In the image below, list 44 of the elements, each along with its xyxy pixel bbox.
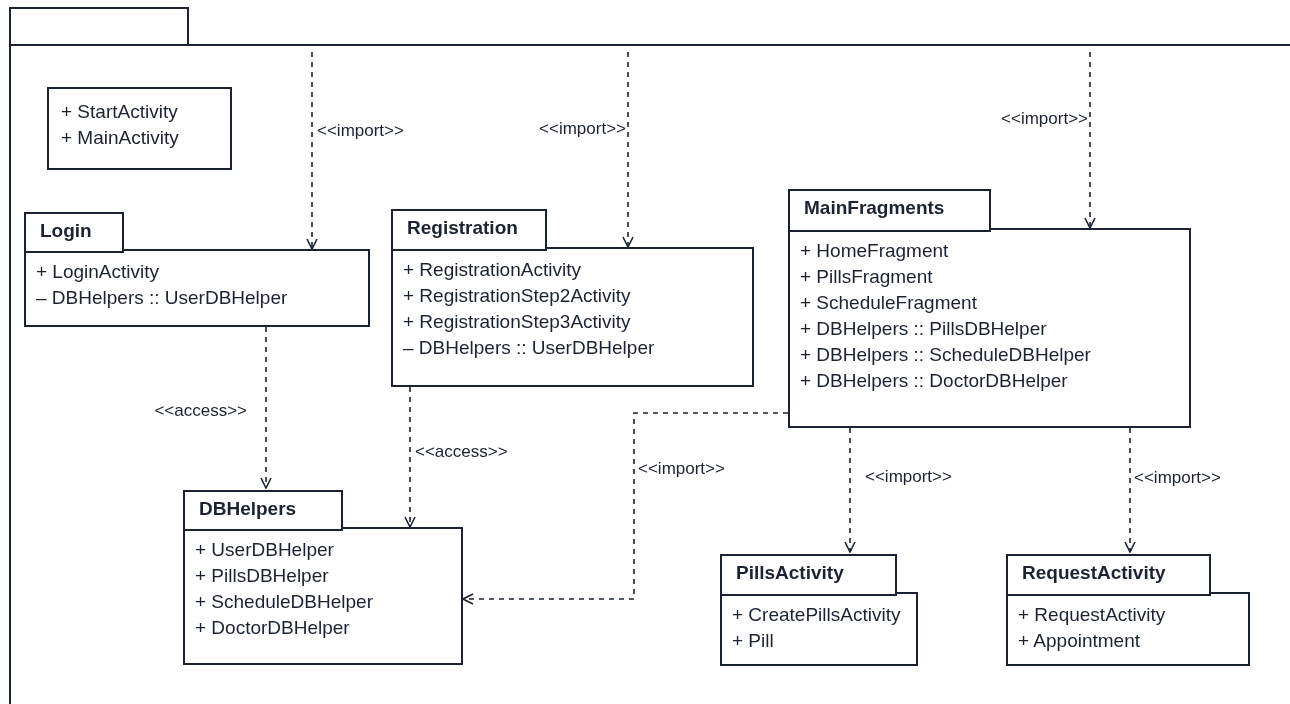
class-list-box — [47, 87, 232, 170]
member-entry: + Pill — [732, 629, 775, 653]
member-entry: + PillsDBHelper — [195, 564, 330, 588]
member-entry: + RegistrationStep2Activity — [403, 284, 632, 308]
dependency-arrow — [306, 51, 318, 250]
dependency-arrow — [844, 427, 856, 553]
edge-label: <<import>> — [1133, 468, 1222, 488]
member-entry: + RequestActivity — [1018, 603, 1167, 627]
member-entry: + DBHelpers :: PillsDBHelper — [800, 317, 1048, 341]
member-entry: + RegistrationStep3Activity — [403, 310, 632, 334]
member-entry: + LoginActivity — [36, 260, 161, 284]
member-entry: + ScheduleFragment — [800, 291, 978, 315]
package-tab: RequestActivity — [1006, 554, 1211, 596]
member-entry: + UserDBHelper — [195, 538, 335, 562]
package-tab: DBHelpers — [183, 490, 343, 531]
member-entry: + CreatePillsActivity — [732, 603, 902, 627]
member-entry: + ScheduleDBHelper — [195, 590, 374, 614]
dependency-arrow — [622, 51, 634, 248]
package-tab: Login — [24, 212, 124, 253]
member-entry: + Appointment — [1018, 629, 1141, 653]
package-frame — [9, 7, 1290, 704]
member-entry: + StartActivity — [61, 100, 179, 124]
edge-label: <<import>> — [1000, 109, 1089, 129]
member-entry: – DBHelpers :: UserDBHelper — [36, 286, 289, 310]
dependency-arrow — [260, 326, 272, 489]
member-entry: + PillsFragment — [800, 265, 934, 289]
edge-label: <<import>> — [316, 121, 405, 141]
member-entry: + RegistrationActivity — [403, 258, 582, 282]
member-entry: + DBHelpers :: ScheduleDBHelper — [800, 343, 1092, 367]
package-tab: PillsActivity — [720, 554, 897, 596]
edge-label: <<import>> — [538, 119, 627, 139]
edge-label: <<import>> — [864, 467, 953, 487]
member-entry: + HomeFragment — [800, 239, 950, 263]
dependency-arrow — [462, 412, 789, 605]
member-entry: + MainActivity — [61, 126, 180, 150]
dependency-arrow — [1124, 427, 1136, 553]
dependency-arrow — [404, 386, 416, 528]
member-entry: + DoctorDBHelper — [195, 616, 351, 640]
member-entry: + DBHelpers :: DoctorDBHelper — [800, 369, 1069, 393]
package-tab: MainFragments — [788, 189, 991, 232]
edge-label: <<import>> — [637, 459, 726, 479]
dependency-arrow — [1084, 51, 1096, 229]
member-entry: – DBHelpers :: UserDBHelper — [403, 336, 656, 360]
package-tab: Registration — [391, 209, 547, 251]
